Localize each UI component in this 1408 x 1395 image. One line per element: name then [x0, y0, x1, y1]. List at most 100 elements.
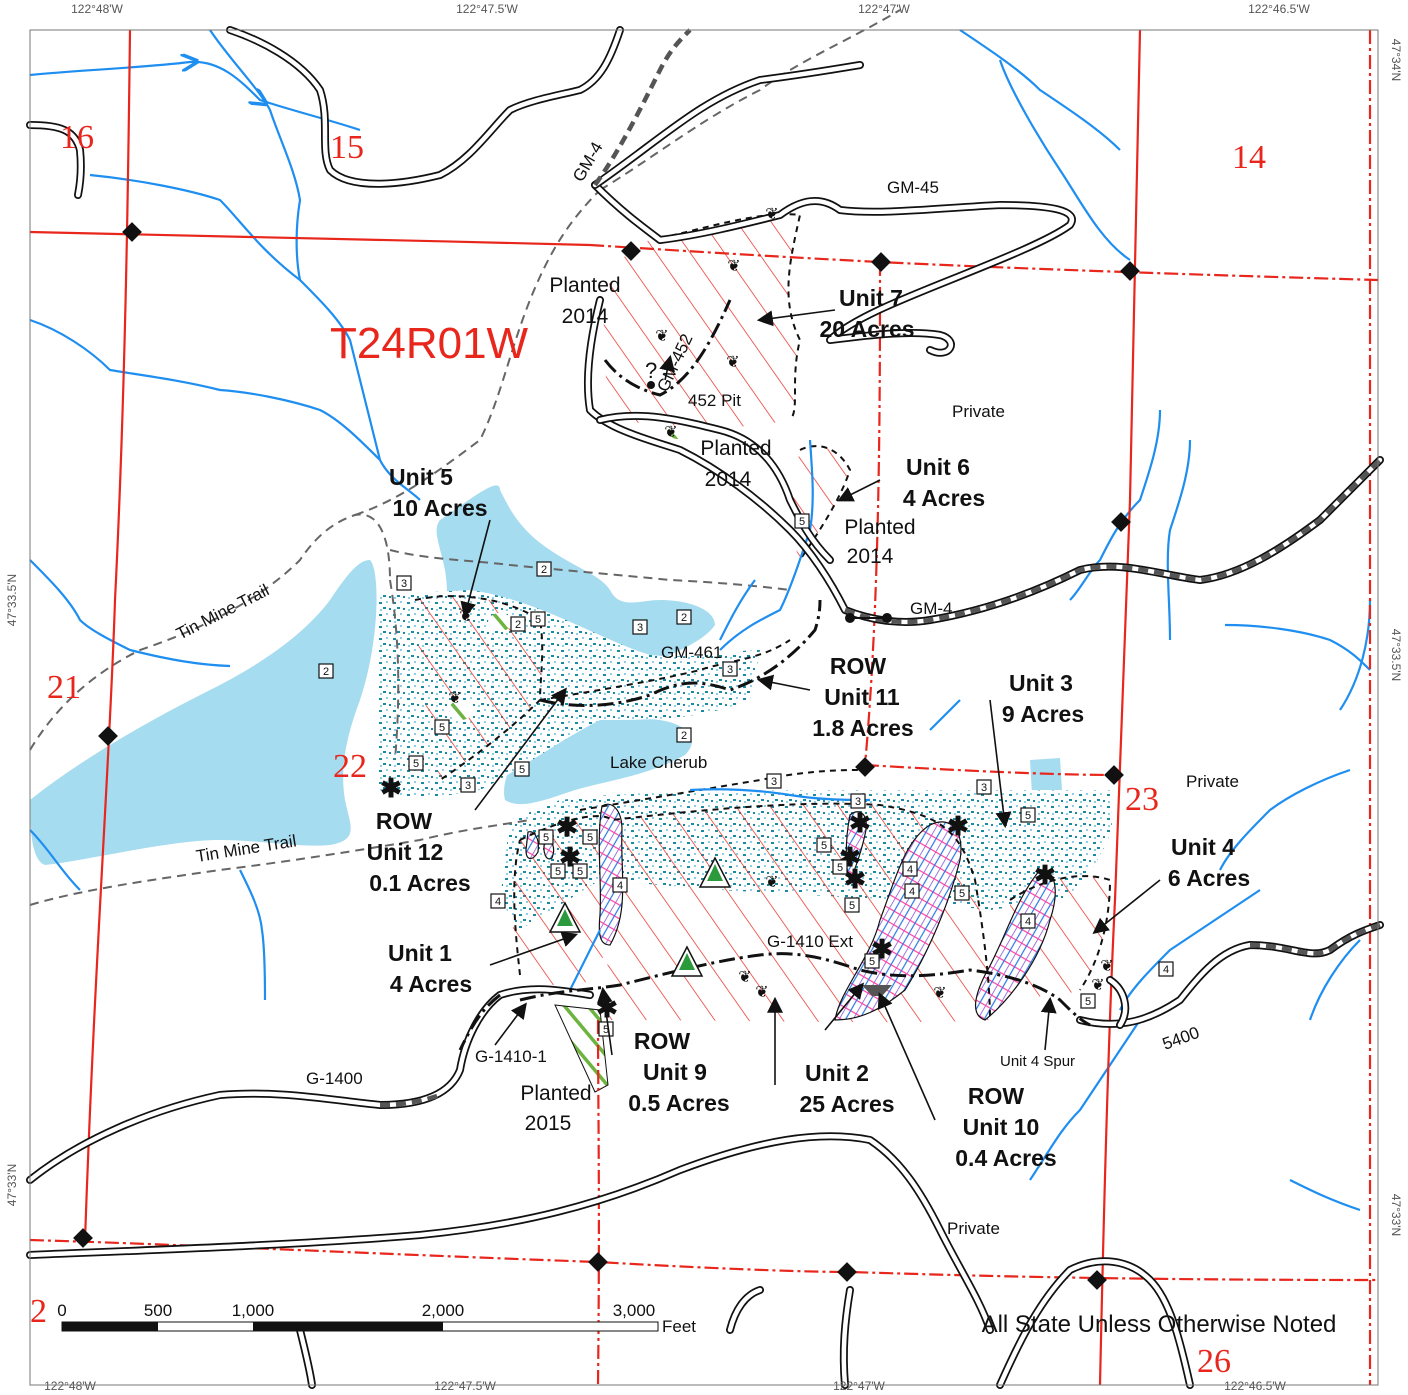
section-corner-icon: [1120, 261, 1140, 281]
coord-left: 47°33.5'N: [5, 574, 19, 626]
unit-label: Unit 5: [389, 464, 453, 490]
planted-label: Planted: [520, 1082, 591, 1105]
road-label: Unit 4 Spur: [1000, 1053, 1075, 1070]
water-type-box: 3: [850, 793, 866, 809]
water-type-box: 5: [538, 829, 554, 845]
svg-text:3: 3: [727, 664, 733, 676]
svg-text:4: 4: [495, 896, 501, 908]
svg-text:5: 5: [535, 614, 541, 626]
svg-text:5: 5: [519, 764, 525, 776]
water-type-box: 2: [676, 609, 692, 625]
tree-symbol-icon: [698, 856, 732, 888]
svg-text:3: 3: [637, 622, 643, 634]
water-type-box: 5: [434, 719, 450, 735]
planted-label: Planted: [844, 516, 915, 539]
feature-markers: ✱ ✱ ✱ ✱ ✱ ✱ ✱ ✱ ✱ ✱: [380, 773, 1056, 1023]
leader-arrows: [460, 309, 1161, 1121]
svg-text:4: 4: [907, 864, 913, 876]
road-label: G-1400: [306, 1069, 363, 1088]
ownership-note: All State Unless Otherwise Noted: [982, 1311, 1337, 1338]
planted-patches: [449, 425, 688, 1093]
tree-symbols: [548, 856, 732, 977]
planted-label: Planted: [700, 437, 771, 460]
water-type-box: 4: [902, 861, 918, 877]
coord-left: 47°33'N: [5, 1164, 19, 1206]
tree-symbol-icon: [670, 945, 704, 977]
pond-northeast: [1030, 758, 1062, 795]
water-type-box: 5: [1020, 807, 1036, 823]
svg-text:5: 5: [543, 832, 549, 844]
streams: [29, 29, 1372, 1212]
water-type-box: 3: [976, 779, 992, 795]
water-type-box: 5: [408, 755, 424, 771]
row-unit-label: Unit 11: [824, 684, 900, 710]
township-label: T24R01W: [330, 319, 529, 368]
svg-text:4: 4: [909, 886, 915, 898]
row-unit-label: Unit 12: [367, 839, 444, 865]
unit-boundaries: [414, 213, 1112, 1021]
cedar-icon: ❦: [726, 354, 739, 371]
road-label: G-1410 Ext: [767, 932, 853, 951]
row-label: ROW: [376, 808, 433, 834]
water-type-box: 3: [460, 777, 476, 793]
unit7-fill: [603, 214, 800, 428]
section-corner-icon: [871, 252, 891, 272]
water-type-box: 4: [490, 893, 506, 909]
coord-top: 122°48'W: [71, 2, 123, 16]
cedar-icon: ❦: [727, 258, 740, 275]
water-type-box: 5: [572, 863, 588, 879]
planted-year: 2014: [705, 468, 752, 491]
svg-text:5: 5: [849, 900, 855, 912]
svg-text:5: 5: [587, 832, 593, 844]
scale-tick: 3,000: [613, 1301, 656, 1320]
unit1-fill: [512, 816, 613, 985]
feature-star-icon: ✱: [849, 808, 871, 838]
unit-acres: 6 Acres: [1168, 865, 1250, 891]
water-type-box: 3: [722, 661, 738, 677]
roads: [26, 26, 1384, 1389]
svg-text:5: 5: [869, 956, 875, 968]
unit-label: Unit 2: [805, 1060, 869, 1086]
road-label: GM-4: [910, 599, 953, 618]
unit-label: Unit 6: [906, 454, 970, 480]
water-type-boxes: 2 2 2 2 2 3 3 3 3 3 3 3 4 4 4 4 4 4 5 5 …: [318, 513, 1174, 1037]
svg-text:3: 3: [981, 782, 987, 794]
scale-tick: 1,000: [232, 1301, 275, 1320]
svg-text:5: 5: [577, 866, 583, 878]
scale-unit: Feet: [662, 1317, 696, 1336]
cedar-icon: ❦: [1100, 958, 1113, 975]
question-mark: ?: [645, 358, 657, 383]
cedar-icon: ❦: [664, 424, 677, 441]
feature-star-icon: ✱: [380, 773, 402, 803]
feature-star-icon: ✱: [844, 864, 866, 894]
road-label: G-1410-1: [475, 1047, 547, 1066]
cedar-icon: ❦: [755, 984, 768, 1001]
row-unit-acres: 0.4 Acres: [955, 1145, 1056, 1171]
row-unit-label: Unit 9: [643, 1059, 707, 1085]
unit-labels: Unit 5 10 Acres Unit 7 20 Acres Unit 6 4…: [367, 285, 1250, 1171]
pit-label: 452 Pit: [688, 391, 741, 410]
road-label: GM-461: [661, 643, 722, 662]
cedar-icon: ❦: [738, 969, 751, 986]
trails: [29, 9, 901, 906]
section-number: 22: [333, 748, 367, 785]
unit-acres: 20 Acres: [819, 316, 914, 342]
water-type-box: 5: [550, 863, 566, 879]
water-type-box: 5: [598, 1021, 614, 1037]
scale-tick: 500: [144, 1301, 172, 1320]
private-label: Private: [1186, 772, 1239, 791]
water-type-box: 5: [954, 885, 970, 901]
planted-year: 2015: [525, 1112, 572, 1135]
svg-text:5: 5: [439, 722, 445, 734]
water-type-box: 4: [612, 877, 628, 893]
water-type-box: 3: [396, 575, 412, 591]
svg-text:4: 4: [1163, 964, 1169, 976]
water-type-box: 4: [904, 883, 920, 899]
svg-text:5: 5: [837, 862, 843, 874]
section-corner-icon: [588, 1252, 608, 1272]
water-type-box: 5: [816, 837, 832, 853]
row-label: ROW: [830, 653, 887, 679]
place-labels: Lake Cherub 452 Pit Private Private Priv…: [520, 274, 1239, 1238]
svg-text:2: 2: [541, 564, 547, 576]
